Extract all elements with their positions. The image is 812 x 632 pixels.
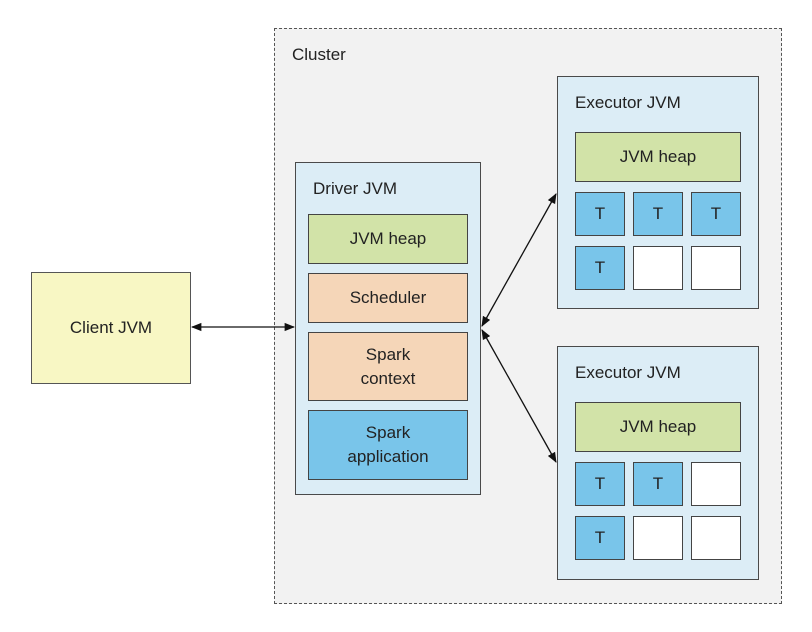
executor-2-slot-5 (633, 516, 683, 560)
driver-jvm-title: Driver JVM (313, 179, 398, 198)
executor-2-slot-2: T (633, 462, 683, 506)
spark-context-line1: Spark (365, 344, 411, 364)
executor-1-slot-6 (691, 246, 741, 290)
driver-jvm-heap-label: JVM heap (349, 229, 427, 249)
executor-1-slot-4: T (575, 246, 625, 290)
driver-jvm-heap: JVM heap (308, 214, 468, 264)
spark-context-line2: context (360, 368, 416, 388)
executor-2-slot-3 (691, 462, 741, 506)
client-jvm-label: Client JVM (69, 318, 153, 338)
executor-1-slot-1: T (575, 192, 625, 236)
spark-application-line2: application (347, 447, 429, 466)
task-label: T (594, 258, 606, 278)
executor-2-jvm-heap: JVM heap (575, 402, 741, 452)
task-label: T (594, 474, 606, 494)
scheduler-box: Scheduler (308, 273, 468, 323)
executor-2-slot-4: T (575, 516, 625, 560)
executor-jvm-title-2: Executor JVM (575, 363, 681, 382)
spark-application-box: Spark application (308, 410, 468, 480)
task-label: T (652, 204, 664, 224)
executor-jvm-title-1: Executor JVM (575, 93, 681, 112)
executor-2-slot-1: T (575, 462, 625, 506)
driver-executor-2-arrow (481, 329, 557, 463)
executor-2-slot-6 (691, 516, 741, 560)
driver-executor-1-arrow (481, 193, 557, 327)
executor-1-slot-2: T (633, 192, 683, 236)
executor-1-jvm-heap-label: JVM heap (619, 147, 697, 167)
task-label: T (652, 474, 664, 494)
spark-context-box: Spark context (308, 332, 468, 401)
executor-2-jvm-heap-label: JVM heap (619, 417, 697, 437)
cluster-label: Cluster (292, 45, 346, 64)
client-jvm-box: Client JVM (31, 272, 191, 384)
executor-1-slot-5 (633, 246, 683, 290)
task-label: T (710, 204, 722, 224)
scheduler-label: Scheduler (349, 288, 427, 308)
task-label: T (594, 528, 606, 548)
spark-application-line1: Spark (365, 423, 411, 443)
task-label: T (594, 204, 606, 224)
executor-1-jvm-heap: JVM heap (575, 132, 741, 182)
executor-1-slot-3: T (691, 192, 741, 236)
